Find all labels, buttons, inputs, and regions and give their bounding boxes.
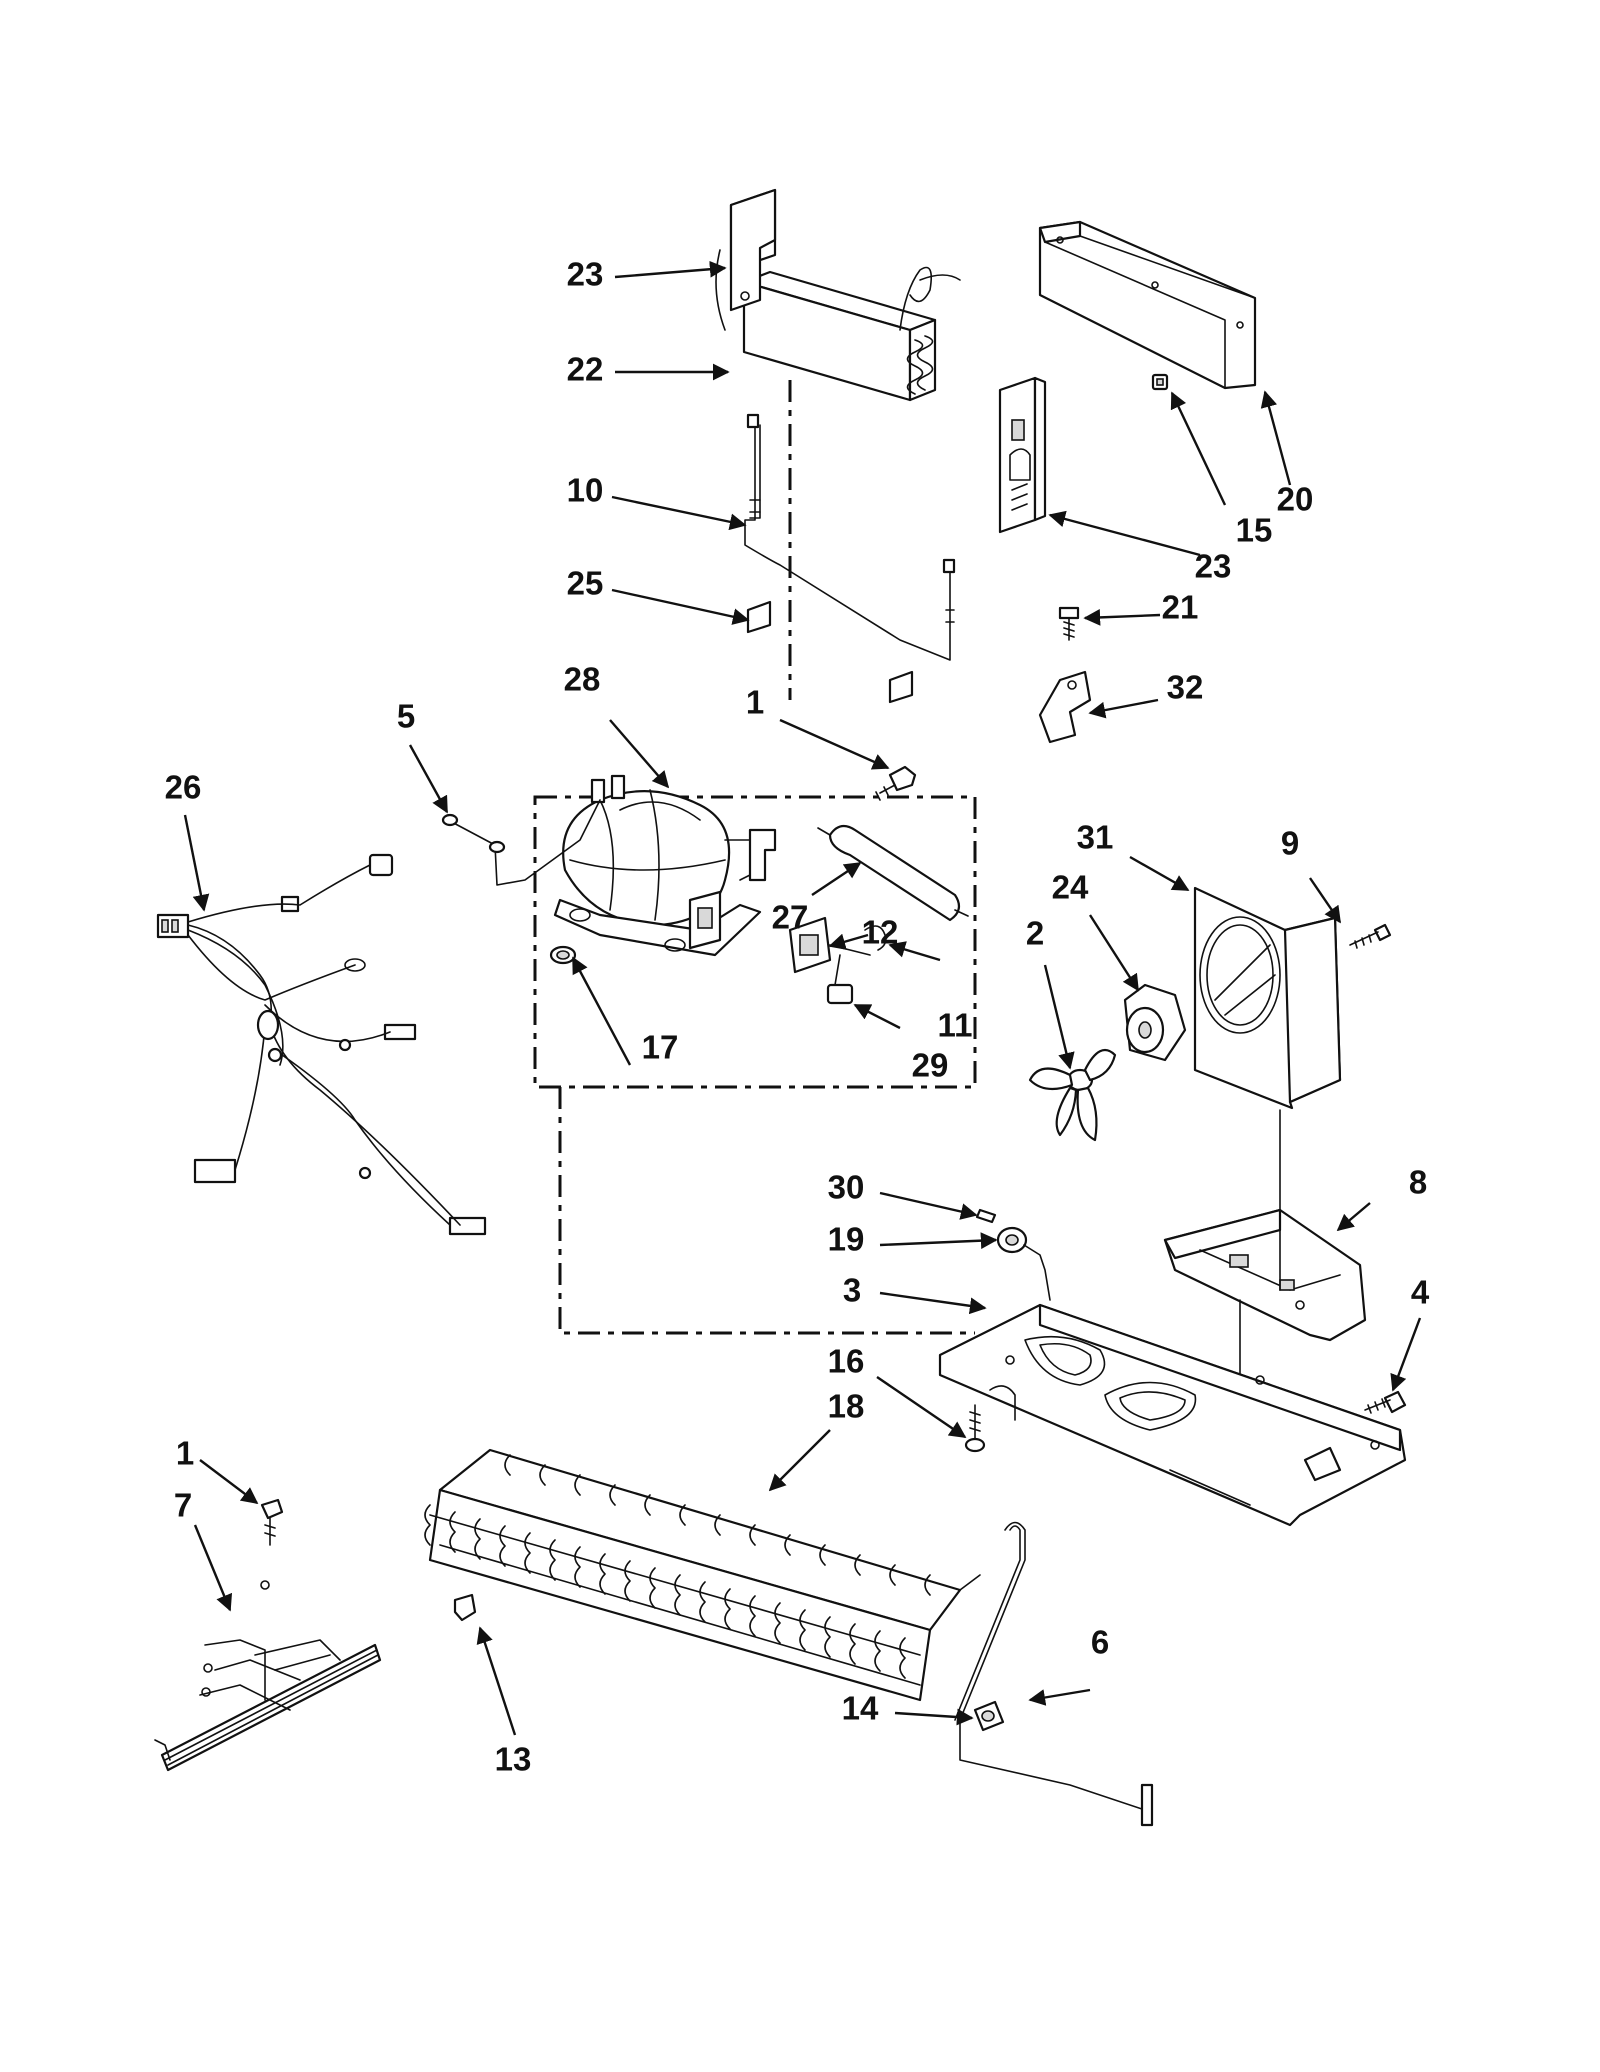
callout-15: 15 [1236, 512, 1273, 549]
callout-17: 17 [642, 1029, 679, 1066]
callout-5: 5 [397, 698, 415, 735]
callout-10: 10 [567, 472, 604, 509]
evaporator-bracket-right[interactable] [998, 376, 1047, 534]
fan-motor-part[interactable] [1123, 983, 1187, 1062]
callout-9: 9 [1281, 825, 1299, 862]
callout-14: 14 [842, 1690, 879, 1727]
air-duct-part[interactable] [1038, 220, 1257, 390]
callout-27: 27 [772, 899, 809, 936]
screw-1-lower-part[interactable] [260, 1498, 284, 1546]
ground-strap-part[interactable] [441, 799, 601, 886]
tube-plug-part[interactable] [975, 1208, 997, 1224]
callout-26: 26 [165, 769, 202, 806]
callout-7: 7 [174, 1487, 192, 1524]
callout-12: 12 [862, 914, 899, 951]
control-box-part[interactable] [1163, 1208, 1367, 1342]
drain-fitting-part[interactable] [996, 1226, 1051, 1301]
callout-18: 18 [828, 1388, 865, 1425]
callout-31: 31 [1077, 819, 1114, 856]
screw-9-part[interactable] [1349, 923, 1392, 949]
condenser-clip-part[interactable] [453, 1593, 477, 1622]
screw-16-part[interactable] [964, 1404, 986, 1453]
callout-11: 11 [938, 1007, 973, 1044]
overload-clip-part[interactable] [864, 925, 887, 951]
callout-labels: 23 22 10 25 28 1 5 26 27 12 17 11 29 20 … [165, 256, 1430, 1778]
screw-4-part[interactable] [1364, 1390, 1407, 1414]
mounting-bracket-32[interactable] [1038, 670, 1092, 744]
fan-blade-part[interactable] [1028, 1048, 1117, 1142]
capacitor-part[interactable] [826, 954, 854, 1005]
drain-tube-part[interactable] [954, 1521, 1154, 1827]
callout-25: 25 [567, 565, 604, 602]
base-pan-part[interactable] [938, 1303, 1407, 1527]
callout-29: 29 [912, 1047, 949, 1084]
callout-22: 22 [567, 351, 604, 388]
callout-24: 24 [1052, 869, 1089, 906]
callout-1-top: 1 [746, 684, 764, 721]
wire-harness-part[interactable] [156, 853, 487, 1236]
evaporator-bracket-left[interactable] [729, 188, 777, 312]
heater-retainer-part[interactable] [746, 600, 914, 704]
callout-30: 30 [828, 1169, 865, 1206]
condenser-part[interactable] [424, 1448, 981, 1702]
grommet-part[interactable] [549, 945, 577, 965]
fan-shroud-part[interactable] [1193, 886, 1342, 1110]
callout-6: 6 [1091, 1624, 1109, 1661]
callout-13: 13 [495, 1741, 532, 1778]
lower-harness-part[interactable] [154, 1580, 382, 1772]
compressor-to-base-dashed-line [558, 1087, 975, 1335]
callout-16: 16 [828, 1343, 865, 1380]
callout-4: 4 [1411, 1274, 1430, 1311]
callout-8: 8 [1409, 1164, 1427, 1201]
screw-21-part[interactable] [1058, 606, 1080, 641]
compressor-part[interactable] [553, 774, 777, 957]
compressor-assembly-boundary [533, 795, 977, 1089]
callout-2: 2 [1026, 915, 1044, 952]
callout-19: 19 [828, 1221, 865, 1258]
callout-1-lower: 1 [176, 1435, 194, 1472]
callout-23-right: 23 [1195, 548, 1232, 585]
callout-28: 28 [564, 661, 601, 698]
defrost-heater-part[interactable] [744, 413, 956, 661]
drain-sleeve-part[interactable] [973, 1700, 1005, 1732]
screw-1-top-part[interactable] [875, 765, 917, 801]
leader-lines [183, 260, 1422, 1736]
callout-20: 20 [1277, 481, 1314, 518]
callout-32: 32 [1167, 669, 1204, 706]
duct-clip-part[interactable] [1151, 373, 1169, 391]
start-relay-part[interactable] [788, 916, 871, 974]
callout-3: 3 [843, 1272, 861, 1309]
callout-21: 21 [1162, 589, 1199, 626]
callout-23-top: 23 [567, 256, 604, 293]
filter-drier-part[interactable] [817, 824, 969, 922]
